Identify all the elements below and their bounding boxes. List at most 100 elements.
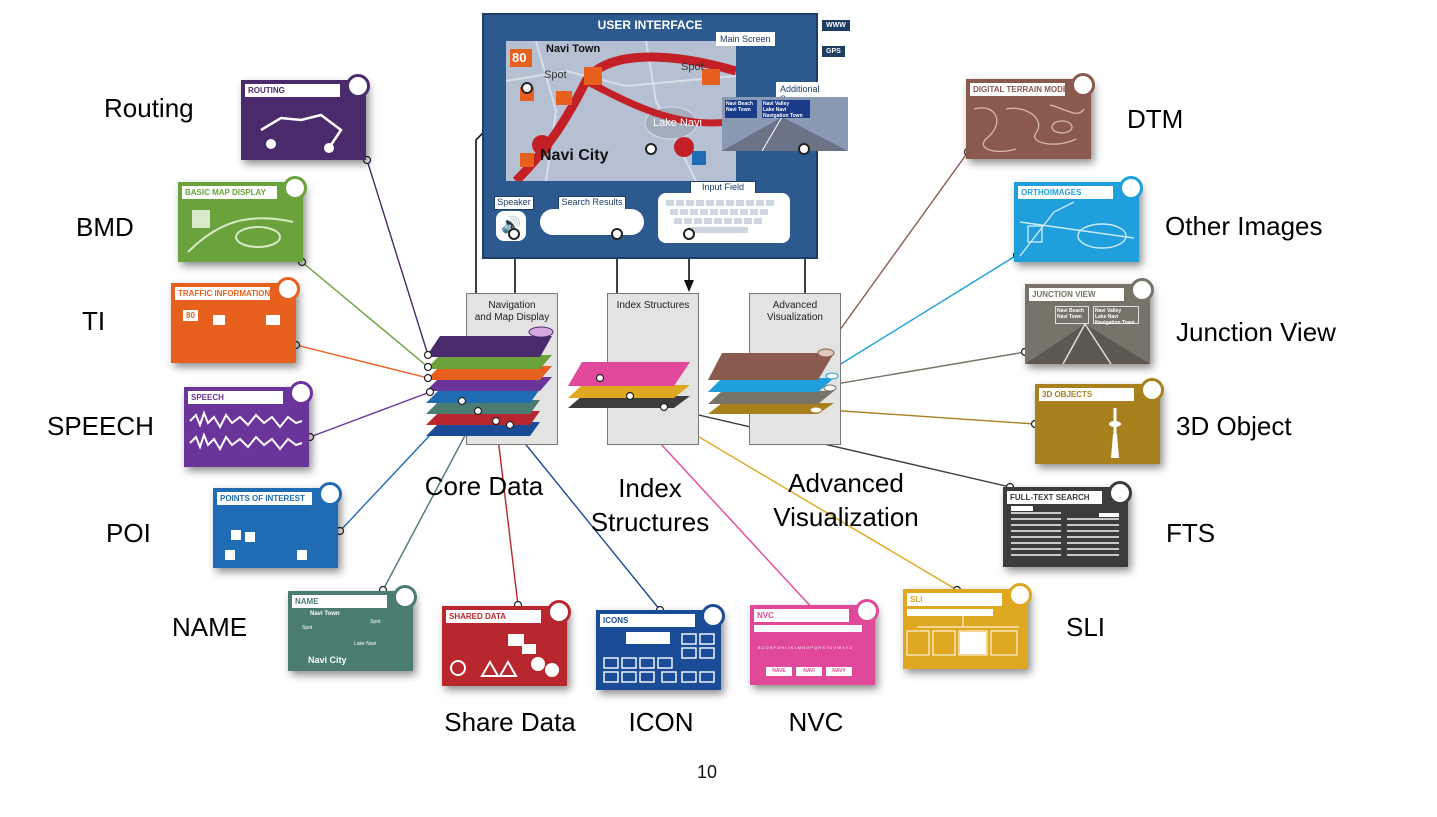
ui-anchor-lake xyxy=(645,143,657,155)
bmd-card-title: BASIC MAP DISPLAY xyxy=(182,186,277,199)
layer-dtm xyxy=(708,353,834,380)
map-spot-label-2: Spot xyxy=(681,61,704,73)
name-card-spot-1: Spot xyxy=(370,619,381,625)
label-other-images: Other Images xyxy=(1165,211,1323,241)
column-navigation-title: Navigation and Map Display xyxy=(474,300,550,323)
icons-icon xyxy=(701,604,725,628)
main-screen-label: Main Screen xyxy=(716,32,775,46)
label-ti: TI xyxy=(82,306,106,336)
icons-card-title: ICONS xyxy=(600,614,695,627)
ti-speed-sign: 80 xyxy=(183,310,198,321)
traffic-icon xyxy=(276,277,300,301)
layer-bmd xyxy=(426,355,552,369)
roadworks-icon xyxy=(213,315,225,325)
ti-card-title: TRAFFIC INFORMATION xyxy=(175,287,270,300)
map-lake-label: Lake Navi xyxy=(653,117,702,129)
nvc-card: NVC B C D E F G H I J K L M N O P Q R S … xyxy=(750,599,879,685)
name-card-spot-2: Spot xyxy=(302,625,313,631)
layer-nvc xyxy=(568,362,690,386)
ui-anchor-search xyxy=(611,228,623,240)
dtm-card-title: DIGITAL TERRAIN MODEL xyxy=(970,83,1065,96)
layer-poi xyxy=(426,389,540,403)
restaurant-icon xyxy=(318,482,342,506)
junction-sign-left: Navi Beach Navi Town xyxy=(1055,306,1089,324)
label-advanced-visualization: Advanced Visualization xyxy=(773,468,919,532)
additional-screen: Navi Beach Navi Town Navi Valley Lake Na… xyxy=(722,97,848,151)
label-name: NAME xyxy=(172,612,248,642)
layer-speech xyxy=(426,377,552,391)
fts-card-title: FULL-TEXT SEARCH xyxy=(1007,491,1102,504)
label-dtm: DTM xyxy=(1127,104,1184,134)
fts-card: FULL-TEXT SEARCH xyxy=(1003,481,1132,567)
junction-sign-right: Navi Valley Lake Navi Navigation Town xyxy=(1093,306,1139,326)
ti-card: TRAFFIC INFORMATION 80 xyxy=(171,277,300,363)
ortho-card: ORTHOIMAGES xyxy=(1014,176,1143,262)
junction-icon xyxy=(1130,278,1154,302)
junction-card: JUNCTION VIEW Navi Beach Navi Town Navi … xyxy=(1025,278,1154,364)
camera-icon xyxy=(1119,176,1143,200)
poi-card-title: POINTS OF INTEREST xyxy=(217,492,312,505)
junction-connector xyxy=(829,351,1026,386)
speech-card: SPEECH xyxy=(184,381,313,467)
gps-tag: GPS xyxy=(822,46,845,57)
column-advanced-title: Advanced Visualization xyxy=(767,300,823,323)
page-number: 10 xyxy=(697,762,718,782)
sign-right: Navi Valley Lake Navi Navigation Town xyxy=(762,100,810,119)
layer-name xyxy=(426,400,540,414)
junction-sign-right-3: Navigation Town xyxy=(1095,320,1135,326)
sign-left-line-1: Navi Beach xyxy=(726,101,753,107)
main-map: Navi Town Spot Spot Lake Navi Navi City … xyxy=(506,41,736,181)
map-speed-sign: 80 xyxy=(512,50,527,65)
ui-anchor-additional xyxy=(798,143,810,155)
layer-obj3d xyxy=(708,403,834,414)
speech-connector xyxy=(309,391,431,438)
core-data-stack xyxy=(426,326,554,436)
obj3d-card-title: 3D OBJECTS xyxy=(1039,388,1134,401)
shared-icon xyxy=(547,600,571,624)
column-index-title: Index Structures xyxy=(616,300,690,311)
nvc-option-3: NAVY xyxy=(826,667,852,676)
nvc-letter-row: B C D E F G H I J K L M N O P Q R S T U … xyxy=(758,645,852,650)
tree-icon xyxy=(855,599,879,623)
ortho-connector xyxy=(835,254,1018,368)
database-icon xyxy=(1008,583,1032,607)
label-nvc: NVC xyxy=(788,707,844,737)
label-fts: FTS xyxy=(1166,518,1216,548)
shared-card-title: SHARED DATA xyxy=(446,610,541,623)
icons-card: ICONS xyxy=(596,604,725,690)
index-stack xyxy=(568,362,690,408)
name-connector xyxy=(382,410,479,591)
www-tag: WWW xyxy=(822,20,850,31)
map-icon xyxy=(283,176,307,200)
bmd-card: BASIC MAP DISPLAY xyxy=(178,176,307,262)
layer-sli xyxy=(568,385,690,398)
sli-card: SLI xyxy=(903,583,1032,669)
map-city-label: Navi City xyxy=(540,147,609,164)
routing-card: ROUTING xyxy=(241,74,370,160)
name-card-town: Navi Town xyxy=(310,611,340,617)
magnifier-icon xyxy=(1108,481,1132,505)
label-routing: Routing xyxy=(104,93,194,123)
sign-left-line-2: Navi Town xyxy=(726,107,751,113)
shared-connector xyxy=(495,420,519,606)
advanced-stack xyxy=(708,348,839,414)
speaker-label: Speaker xyxy=(494,196,534,210)
sign-right-line-3: Navigation Town xyxy=(763,113,803,119)
nvc-option-2: NAVI xyxy=(796,667,822,676)
name-card-city: Navi City xyxy=(308,655,347,665)
routing-icon xyxy=(346,74,370,98)
input-arrow-head xyxy=(684,280,694,292)
junction-sign-left-2: Navi Town xyxy=(1057,314,1082,320)
terrain-icon xyxy=(1071,73,1095,97)
map-graphic xyxy=(506,41,736,181)
label-poi: POI xyxy=(106,518,151,548)
layer-fts xyxy=(568,396,690,408)
input-field-keyboard xyxy=(658,193,790,243)
fts-connector xyxy=(663,406,1011,488)
tower-icon xyxy=(1140,378,1164,402)
sli-card-title: SLI xyxy=(907,593,1002,606)
layer-ti xyxy=(426,366,552,380)
name-card-title: NAME xyxy=(292,595,387,608)
ti-connector xyxy=(295,344,429,379)
layer-junction xyxy=(708,391,834,404)
